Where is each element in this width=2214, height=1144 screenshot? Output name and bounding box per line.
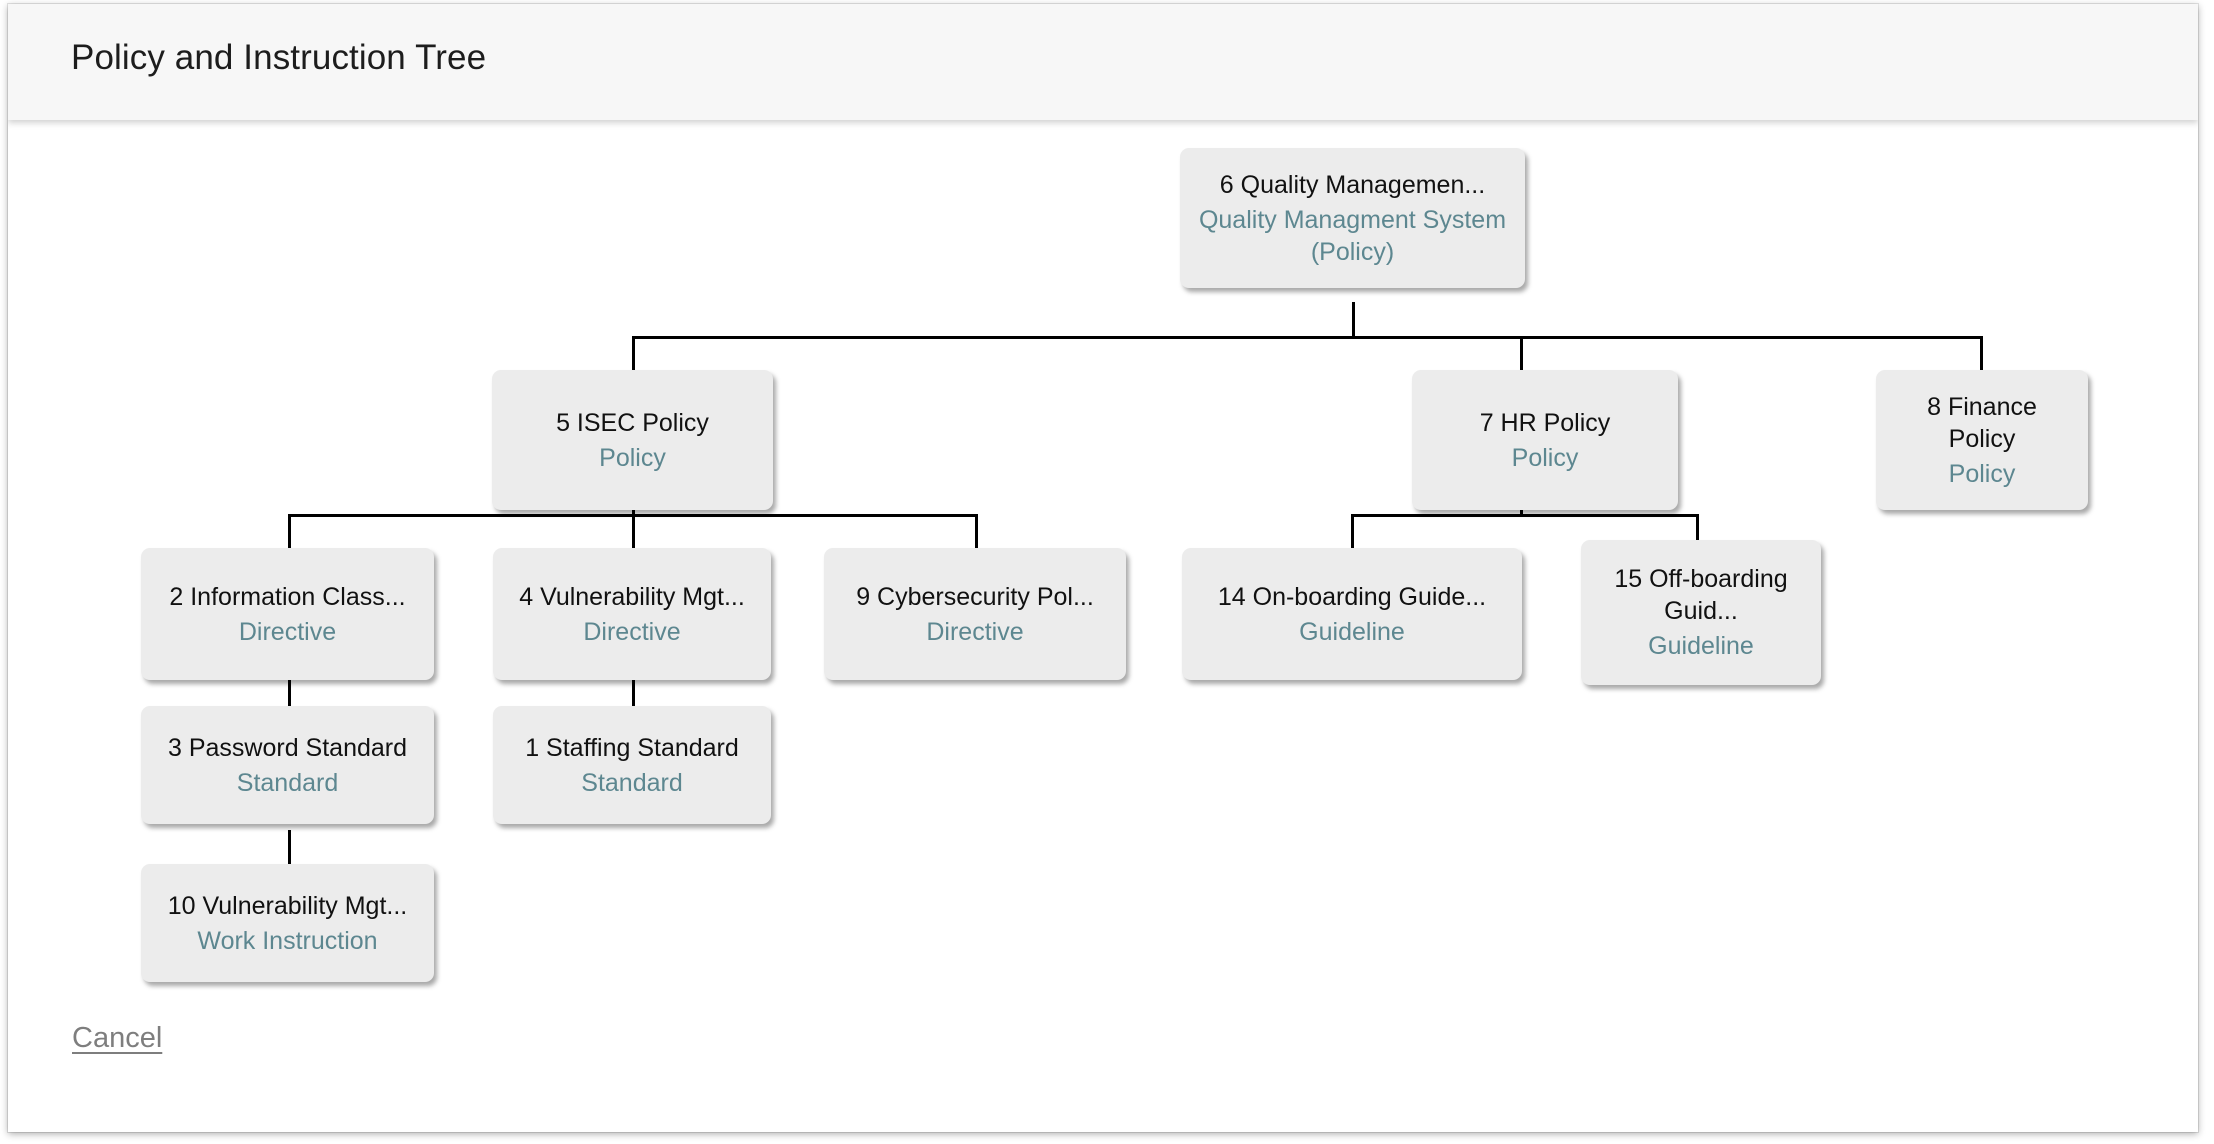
tree-node-subtitle: Policy	[599, 443, 666, 472]
tree-node-subtitle: Policy	[1948, 459, 2016, 488]
tree-node-title: 4 Vulnerability Mgt...	[519, 582, 745, 611]
tree-node-title: 3 Password Standard	[167, 733, 408, 762]
tree-node-title: 2 Information Class...	[169, 582, 406, 611]
connector-drop-infoclass	[288, 514, 291, 548]
tree-node-information-classification[interactable]: 2 Information Class... Directive	[141, 548, 434, 680]
tree-node-title: 9 Cybersecurity Pol...	[856, 582, 1094, 611]
dialog-header: Policy and Instruction Tree	[8, 4, 2198, 120]
tree-node-vulnerability-mgt-directive[interactable]: 4 Vulnerability Mgt... Directive	[493, 548, 771, 680]
tree-dialog: Policy and Instruction Tree 6 Quality	[8, 4, 2198, 1132]
tree-node-vulnerability-mgt-work-instruction[interactable]: 10 Vulnerability Mgt... Work Instruction	[141, 864, 434, 982]
page-title: Policy and Instruction Tree	[71, 38, 487, 77]
tree-node-onboarding-guideline[interactable]: 14 On-boarding Guide... Guideline	[1182, 548, 1522, 680]
connector-drop-hr	[1520, 336, 1523, 370]
tree-node-cybersecurity-policy[interactable]: 9 Cybersecurity Pol... Directive	[824, 548, 1126, 680]
tree-node-offboarding-guideline[interactable]: 15 Off-boarding Guid... Guideline	[1581, 540, 1821, 685]
tree-node-subtitle: Directive	[238, 617, 337, 646]
tree-canvas: 6 Quality Managemen... Quality Managment…	[8, 120, 2198, 1132]
tree-node-title: 8 Finance Policy	[1927, 392, 2037, 453]
tree-node-subtitle: Quality Managment System (Policy)	[1198, 205, 1507, 266]
tree-node-password-standard[interactable]: 3 Password Standard Standard	[141, 706, 434, 824]
connector-drop-offboarding	[1696, 514, 1699, 548]
tree-node-subtitle: Standard	[581, 768, 683, 797]
tree-node-subtitle: Guideline	[1648, 632, 1754, 660]
tree-node-title: 14 On-boarding Guide...	[1217, 582, 1487, 611]
connector-root-stub	[1352, 302, 1355, 338]
tree-node-title: 1 Staffing Standard	[525, 733, 739, 762]
tree-node-subtitle: Directive	[926, 617, 1024, 646]
cancel-button[interactable]: Cancel	[72, 1022, 163, 1054]
tree-node-subtitle: Guideline	[1299, 617, 1405, 646]
tree-node-subtitle: Policy	[1511, 443, 1579, 472]
tree-node-hr-policy[interactable]: 7 HR Policy Policy	[1412, 370, 1678, 510]
tree-node-staffing-standard[interactable]: 1 Staffing Standard Standard	[493, 706, 771, 824]
tree-node-title: 6 Quality Managemen...	[1219, 170, 1486, 199]
connector-drop-isec	[632, 336, 635, 370]
tree-node-title: 15 Off-boarding Guid...	[1614, 565, 1788, 625]
tree-node-title: 5 ISEC Policy	[556, 408, 709, 437]
connector-drop-vulnmgt	[632, 514, 635, 548]
tree-node-title: 7 HR Policy	[1479, 408, 1611, 437]
connector-drop-onboarding	[1351, 514, 1354, 548]
connector-level1-bar	[632, 336, 1983, 339]
tree-node-isec-policy[interactable]: 5 ISEC Policy Policy	[492, 370, 773, 510]
tree-node-subtitle: Work Instruction	[197, 926, 378, 955]
tree-node-finance-policy[interactable]: 8 Finance Policy Policy	[1876, 370, 2088, 510]
tree-node-subtitle: Directive	[583, 617, 681, 646]
tree-node-subtitle: Standard	[236, 768, 339, 797]
tree-node-quality-management[interactable]: 6 Quality Managemen... Quality Managment…	[1180, 148, 1525, 288]
connector-drop-cyber	[975, 514, 978, 548]
connector-drop-finance	[1980, 336, 1983, 370]
connector-hr-bar	[1351, 514, 1699, 517]
tree-node-title: 10 Vulnerability Mgt...	[167, 891, 408, 920]
